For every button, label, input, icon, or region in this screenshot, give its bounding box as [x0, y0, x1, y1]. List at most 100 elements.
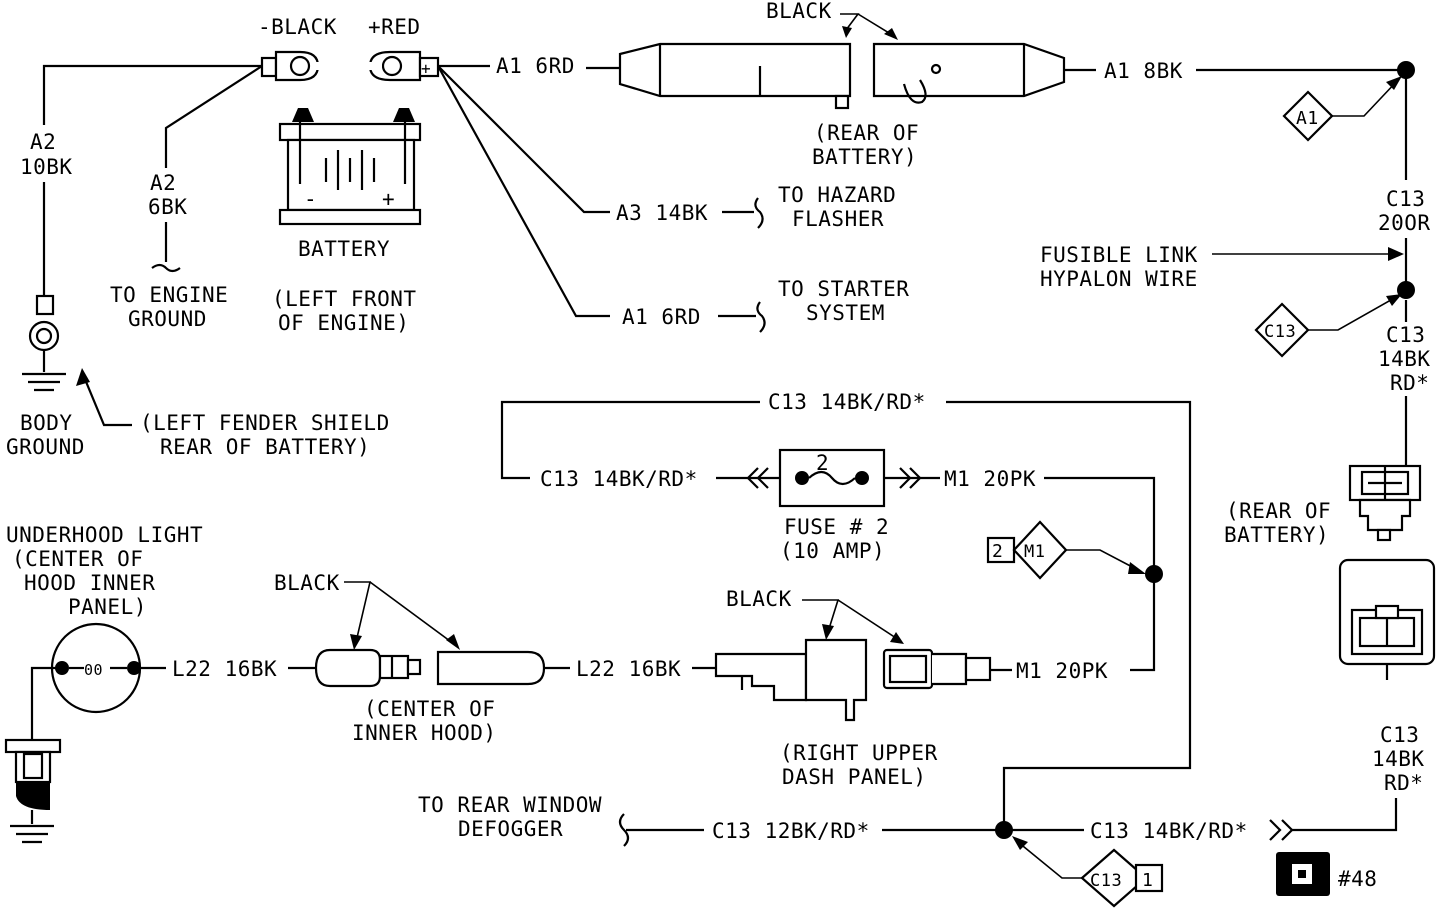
- post-plus-label: +: [421, 59, 431, 78]
- lamp-icon: 00: [50, 622, 142, 714]
- dash-location-1: (RIGHT UPPER: [780, 741, 938, 765]
- connector-housing-left-icon: [618, 42, 852, 110]
- battery-pos-label: +RED: [368, 15, 421, 39]
- hazard-starter-circuits: A3 14BK TO HAZARD FLASHER A1 6RD TO STAR…: [437, 65, 909, 333]
- underhood-light-circuit: UNDERHOOD LIGHT (CENTER OF HOOD INNER PA…: [4, 523, 716, 844]
- top-connector-location-2: BATTERY): [812, 145, 917, 169]
- right-rear-location-2: BATTERY): [1224, 523, 1329, 547]
- underhood-switch-icon: [4, 738, 62, 824]
- fusible-link-label-2: HYPALON WIRE: [1040, 267, 1198, 291]
- dash-connector-circuit: BLACK (RIGHT UPPER DASH PANEL) M1 20PK: [714, 587, 1108, 789]
- hood-connector-color: BLACK: [274, 571, 340, 595]
- underhood-title-1: UNDERHOOD LIGHT: [6, 523, 203, 547]
- m1-tag: 2 M1: [986, 520, 1068, 580]
- battery-plus-sign: +: [382, 187, 395, 211]
- battery-location-1: (LEFT FRONT: [272, 287, 417, 311]
- fuse-right-wire: M1 20PK: [944, 467, 1036, 491]
- top-connector-circuit: A1 6RD BLACK (REAR OF BATTERY) A1 8BK: [438, 0, 1415, 169]
- svg-text:A1: A1: [1296, 108, 1319, 129]
- wire-a3-14bk: A3 14BK: [616, 201, 708, 225]
- fuse-top-wire: C13 14BK/RD*: [768, 390, 926, 414]
- body-ground-wire-gauge: 10BK: [20, 155, 73, 179]
- dash-connector-right-icon: [882, 648, 992, 690]
- underhood-title-2: (CENTER OF: [12, 547, 143, 571]
- hood-connector-location-2: INNER HOOD): [352, 721, 497, 745]
- fusible-link-label-1: FUSIBLE LINK: [1040, 243, 1198, 267]
- dash-connector-left-icon: [714, 638, 868, 722]
- engine-ground-wire-gauge: 6BK: [148, 195, 187, 219]
- wire-a1-6rd-top: A1 6RD: [496, 54, 575, 78]
- battery-neg-label: -BLACK: [258, 15, 337, 39]
- dash-location-2: DASH PANEL): [782, 765, 927, 789]
- svg-text:1: 1: [1142, 870, 1153, 891]
- svg-text:C13: C13: [1090, 871, 1122, 891]
- c13-wire-label-2: 14BK: [1378, 347, 1431, 371]
- defogger-wire: C13 12BK/RD*: [712, 819, 870, 843]
- positive-terminal-icon: +: [366, 50, 440, 82]
- defogger-wire-right: C13 14BK/RD*: [1090, 819, 1248, 843]
- hood-connector-male-icon: [314, 648, 422, 688]
- svg-text:2: 2: [992, 541, 1003, 562]
- battery-location-2: OF ENGINE): [278, 311, 409, 335]
- wire-a1-8bk: A1 8BK: [1104, 59, 1183, 83]
- ground-symbol-lamp-icon: [10, 824, 54, 844]
- underhood-wire-right: L22 16BK: [576, 657, 681, 681]
- connector-housing-right-icon: [872, 42, 1066, 104]
- negative-terminal-icon: [260, 50, 327, 82]
- ring-terminal-icon: [28, 294, 60, 372]
- c13-tag-diamond: C13: [1254, 302, 1310, 358]
- starter-dest-2: SYSTEM: [806, 301, 885, 325]
- right-side-circuit: A1 C13 20OR FUSIBLE LINK HYPALON WIRE C1…: [1040, 70, 1436, 832]
- defogger-circuit: TO REAR WINDOW DEFOGGER C13 12BK/RD* C13…: [418, 793, 1310, 908]
- reference-label: #48: [1338, 867, 1377, 891]
- hazard-dest-2: FLASHER: [792, 207, 884, 231]
- fuse-number: 2: [816, 451, 829, 475]
- c13-lower-label-1: C13: [1380, 723, 1419, 747]
- battery-minus-sign: -: [304, 187, 317, 211]
- hazard-dest-1: TO HAZARD: [778, 183, 896, 207]
- underhood-wire-left: L22 16BK: [172, 657, 277, 681]
- c13-lower-label-3: RD*: [1384, 771, 1423, 795]
- right-rear-location-1: (REAR OF: [1226, 499, 1331, 523]
- top-connector-location-1: (REAR OF: [814, 121, 919, 145]
- ground-symbol-icon: [22, 372, 66, 392]
- hood-connector-location-1: (CENTER OF: [364, 697, 495, 721]
- body-ground-label-1: BODY: [20, 411, 73, 435]
- body-ground-wire-code: A2: [30, 130, 56, 154]
- fusible-link-connector-lower-icon: [1338, 558, 1436, 666]
- fuse-label-2: (10 AMP): [780, 539, 885, 563]
- c13-wire-label-1: C13: [1386, 323, 1425, 347]
- body-ground-location-2: REAR OF BATTERY): [160, 435, 370, 459]
- body-ground-label-2: GROUND: [6, 435, 85, 459]
- underhood-title-3: HOOD INNER: [24, 571, 155, 595]
- defogger-dest-1: TO REAR WINDOW: [418, 793, 602, 817]
- dash-connector-color: BLACK: [726, 587, 792, 611]
- svg-text:C13: C13: [1264, 322, 1296, 342]
- svg-text:M1: M1: [1024, 542, 1045, 562]
- hood-connector-female-icon: [436, 650, 546, 686]
- body-ground-location-1: (LEFT FENDER SHIELD: [140, 411, 390, 435]
- dash-wire: M1 20PK: [1016, 659, 1108, 683]
- engine-ground-label-1: TO ENGINE: [110, 283, 228, 307]
- starter-dest-1: TO STARTER: [778, 277, 909, 301]
- engine-ground-circuit: A2 6BK TO ENGINE GROUND: [110, 65, 263, 331]
- fuse-label-1: FUSE # 2: [784, 515, 889, 539]
- defogger-dest-2: DEFOGGER: [458, 817, 563, 841]
- top-connector-color: BLACK: [766, 0, 832, 23]
- c13-wire-label-3: RD*: [1390, 371, 1429, 395]
- c13-20or-label-2: 20OR: [1378, 211, 1431, 235]
- battery-name: BATTERY: [298, 237, 390, 261]
- reference-mark: #48: [1276, 852, 1377, 896]
- defogger-c13-tag: C13 1: [1080, 848, 1164, 908]
- fuse-left-wire: C13 14BK/RD*: [540, 467, 698, 491]
- engine-ground-label-2: GROUND: [128, 307, 207, 331]
- engine-ground-wire-code: A2: [150, 171, 176, 195]
- c13-lower-label-2: 14BK: [1372, 747, 1425, 771]
- battery-icon: - +: [278, 108, 422, 226]
- battery-group: -BLACK +RED +: [258, 15, 440, 335]
- fuse-circuit: C13 14BK/RD* C13 14BK/RD* 2 M1 20PK FUSE…: [500, 390, 1192, 828]
- c13-20or-label-1: C13: [1386, 187, 1425, 211]
- fusible-link-connector-upper-icon: [1348, 464, 1422, 542]
- wire-a1-6rd-starter: A1 6RD: [622, 305, 701, 329]
